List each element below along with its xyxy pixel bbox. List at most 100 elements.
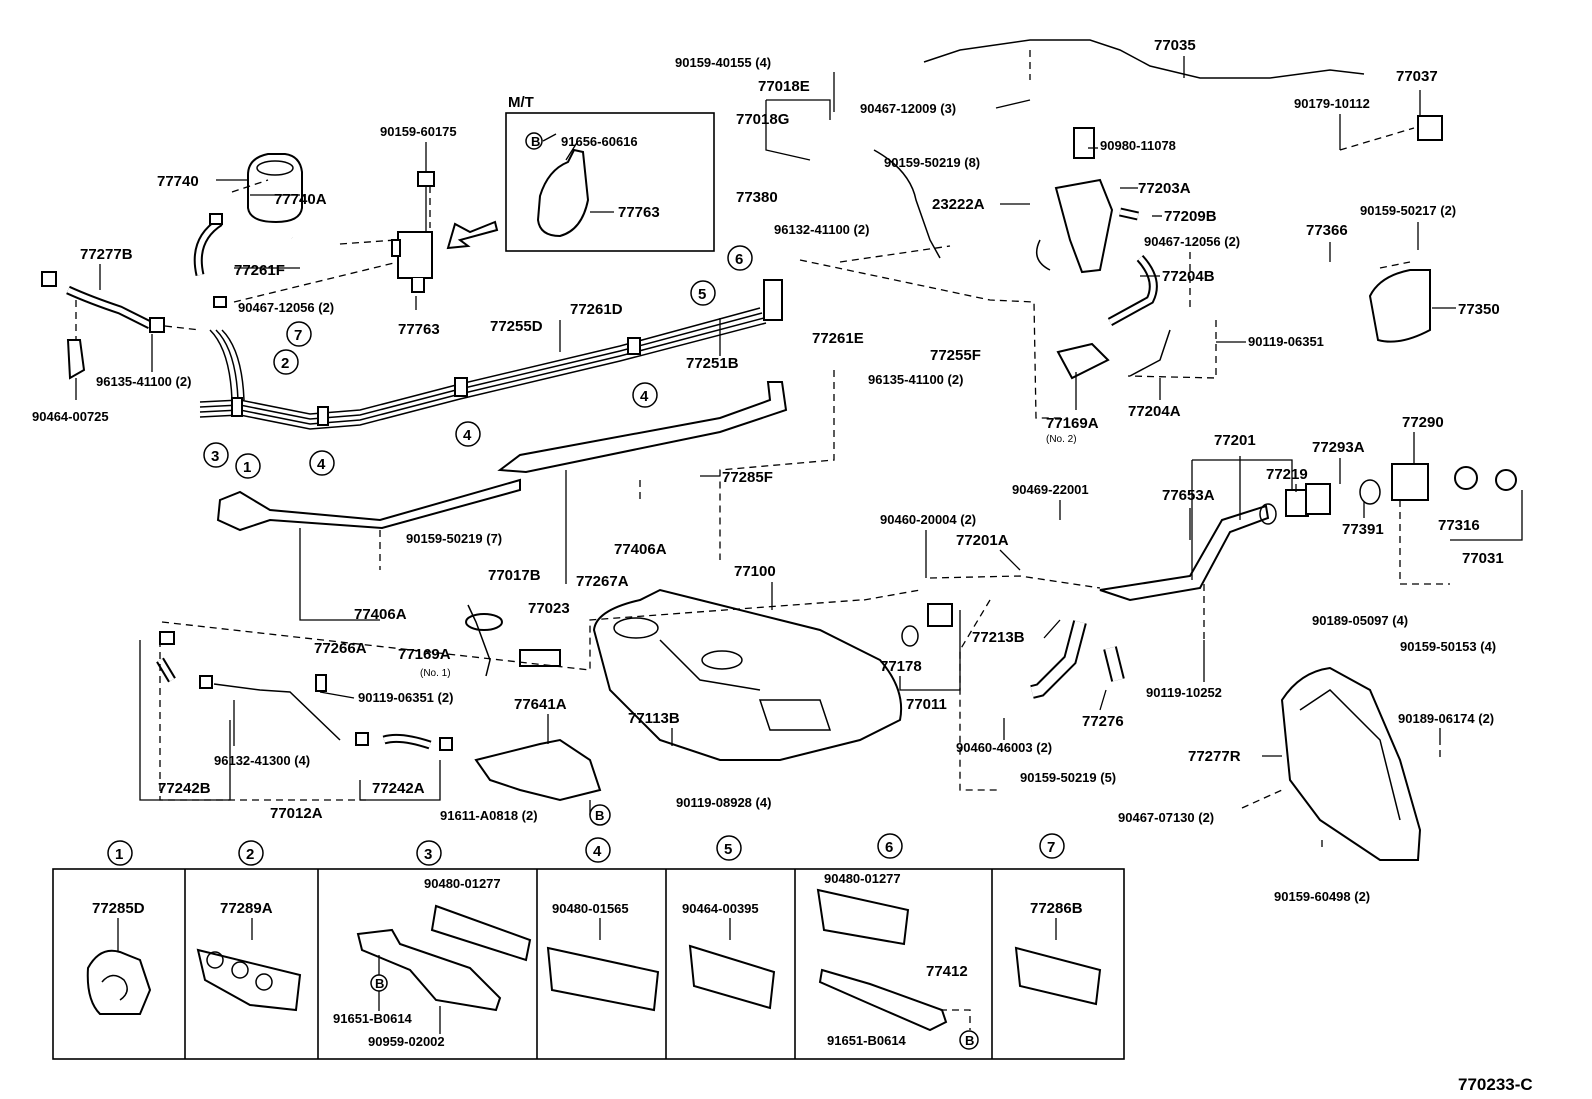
callout-2-main: 2 <box>281 355 289 372</box>
label-77012a: 77012A <box>270 805 323 822</box>
label-90464-00725: 90464-00725 <box>32 409 109 424</box>
label-77018e: 77018E <box>758 78 810 95</box>
legend-callout-5: 5 <box>724 841 732 858</box>
label-mt: M/T <box>508 94 534 111</box>
breather-hoses <box>901 603 1125 699</box>
legend-77285d: 77285D <box>92 900 145 917</box>
label-77204a: 77204A <box>1128 403 1181 420</box>
legend-77286b: 77286B <box>1030 900 1083 917</box>
legend-b-mark-6: B <box>965 1033 974 1048</box>
label-77169a-no2: 77169A <box>1046 415 1099 432</box>
legend-callout-3: 3 <box>424 846 432 863</box>
label-90159-60498: 90159-60498 (2) <box>1274 889 1370 904</box>
fuel-lid <box>1368 269 1431 343</box>
filler-shield <box>1280 666 1422 861</box>
legend-90480-01277-a: 90480-01277 <box>424 876 501 891</box>
label-77266a: 77266A <box>314 640 367 657</box>
label-77350: 77350 <box>1458 301 1500 318</box>
evap-bracket <box>474 738 602 802</box>
label-77293a: 77293A <box>1312 439 1365 456</box>
label-77201: 77201 <box>1214 432 1256 449</box>
label-77277r: 77277R <box>1188 748 1241 765</box>
legend-77412: 77412 <box>926 963 968 980</box>
label-77391: 77391 <box>1342 521 1384 538</box>
label-77018g: 77018G <box>736 111 789 128</box>
drawing-code: 770233-C <box>1458 1075 1533 1094</box>
b-mark-main: B <box>595 808 604 823</box>
label-77316: 77316 <box>1438 517 1480 534</box>
legend-callout-2: 2 <box>246 846 254 863</box>
label-77406a-left: 77406A <box>354 606 407 623</box>
label-77113b: 77113B <box>628 710 680 727</box>
legend-90480-01565: 90480-01565 <box>552 901 629 916</box>
label-77255d: 77255D <box>490 318 543 335</box>
fuel-lines-bundle <box>199 279 783 430</box>
label-77255f: 77255F <box>930 347 981 364</box>
label-77406a-right: 77406A <box>614 541 667 558</box>
label-77267a: 77267A <box>576 573 629 590</box>
callout-4-main-c: 4 <box>640 388 649 405</box>
label-77219: 77219 <box>1266 466 1308 483</box>
label-77641a: 77641A <box>514 696 567 713</box>
mt-inset-box <box>505 112 715 252</box>
label-77242b: 77242B <box>158 780 211 797</box>
callout-3-main: 3 <box>211 448 219 465</box>
charcoal-canister-group <box>193 153 499 308</box>
label-90119-08928: 90119-08928 (4) <box>676 795 771 810</box>
fuel-pump-assembly <box>1035 127 1171 380</box>
callout-7-main: 7 <box>294 327 302 344</box>
label-90467-07130: 90467-07130 (2) <box>1118 810 1214 825</box>
label-90159-50219-5: 90159-50219 (5) <box>1020 770 1116 785</box>
label-77366: 77366 <box>1306 222 1348 239</box>
label-77213b: 77213B <box>972 629 1025 646</box>
label-96135-41100-left: 96135-41100 (2) <box>96 374 191 389</box>
label-77037: 77037 <box>1396 68 1438 85</box>
label-77740a: 77740A <box>274 191 327 208</box>
b-mark-mt: B <box>531 134 540 149</box>
label-77035: 77035 <box>1154 37 1196 54</box>
label-77276: 77276 <box>1082 713 1124 730</box>
label-77653a: 77653A <box>1162 487 1215 504</box>
label-90159-40155: 90159-40155 (4) <box>675 55 771 70</box>
label-90159-50153: 90159-50153 (4) <box>1400 639 1496 654</box>
label-77201a: 77201A <box>956 532 1009 549</box>
legend-90464-00395: 90464-00395 <box>682 901 759 916</box>
label-90467-12056-right: 90467-12056 (2) <box>1144 234 1240 249</box>
legend-91651-b0614-a: 91651-B0614 <box>333 1011 413 1026</box>
legend-91651-b0614-b: 91651-B0614 <box>827 1033 907 1048</box>
label-leaders <box>75 56 1523 815</box>
legend-callout-4: 4 <box>593 843 602 860</box>
label-77209b: 77209B <box>1164 208 1217 225</box>
legend-90480-01277-b: 90480-01277 <box>824 871 901 886</box>
label-77031: 77031 <box>1462 550 1504 567</box>
label-77290: 77290 <box>1402 414 1444 431</box>
label-77169a-no1: 77169A <box>398 646 451 663</box>
callout-6-main: 6 <box>735 251 743 268</box>
tank-protectors <box>216 381 788 532</box>
callout-1-main: 1 <box>243 459 251 476</box>
label-96132-41100: 96132-41100 (2) <box>774 222 869 237</box>
label-77740: 77740 <box>157 173 199 190</box>
label-90119-06351-left: 90119-06351 (2) <box>358 690 453 705</box>
label-90980-11078: 90980-11078 <box>1100 138 1176 153</box>
callout-5-main: 5 <box>698 286 706 303</box>
label-90469-22001: 90469-22001 <box>1012 482 1089 497</box>
label-77261d: 77261D <box>570 301 623 318</box>
label-90119-06351-right: 90119-06351 <box>1248 334 1324 349</box>
legend-callout-7: 7 <box>1047 839 1055 856</box>
label-77204b: 77204B <box>1162 268 1215 285</box>
legend-90959-02002: 90959-02002 <box>368 1034 445 1049</box>
label-91611-a0818: 91611-A0818 (2) <box>440 808 538 823</box>
label-77178: 77178 <box>880 658 922 675</box>
sender-gauge-no1 <box>465 604 561 677</box>
label-90159-60175: 90159-60175 <box>380 124 457 139</box>
label-90467-12009: 90467-12009 (3) <box>860 101 956 116</box>
label-77023: 77023 <box>528 600 570 617</box>
callout-4-main-a: 4 <box>317 456 326 473</box>
label-90189-06174: 90189-06174 (2) <box>1398 711 1494 726</box>
label-77011: 77011 <box>906 696 947 713</box>
label-90159-50217: 90159-50217 (2) <box>1360 203 1456 218</box>
clamp-legend-table: 1 2 3 4 5 6 7 77285D 77289A 90480-01277 … <box>52 833 1125 1060</box>
label-77277b: 77277B <box>80 246 133 263</box>
legend-77289a: 77289A <box>220 900 273 917</box>
